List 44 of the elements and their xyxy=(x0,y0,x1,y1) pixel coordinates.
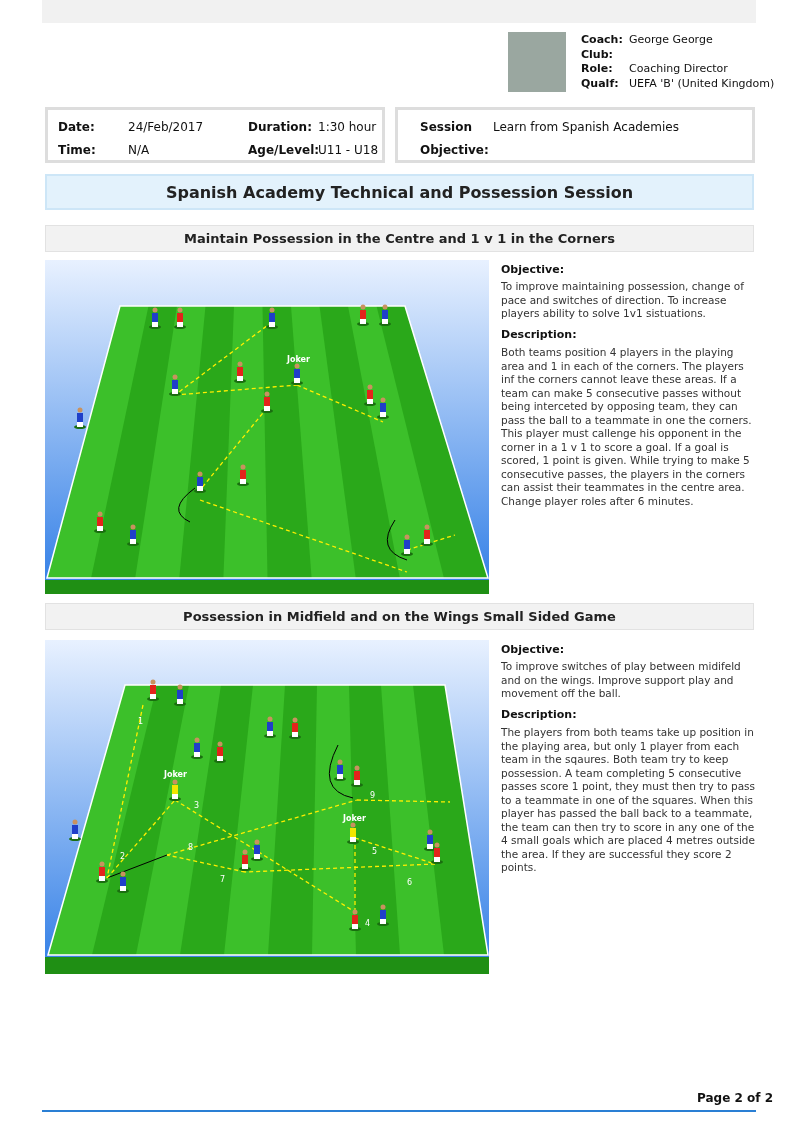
pitch-label: 5 xyxy=(372,847,378,856)
field-value: U11 - U18 xyxy=(318,143,379,157)
field-label: Objective: xyxy=(420,143,489,157)
session-panel xyxy=(395,107,755,163)
pitch-label: 3 xyxy=(194,801,200,810)
page-number: Page 2 of 2 xyxy=(697,1091,773,1105)
info-panel xyxy=(45,107,385,163)
field-label: Time: xyxy=(58,143,96,157)
title-banner: Spanish Academy Technical and Possession Session xyxy=(45,174,754,210)
field-label: Duration: xyxy=(248,120,312,134)
description-text: The players from both teams take up position in the playing area, but only 1 player from each team in the sqaures. Both team try to keep possession. A team completing 5 consecutive passes score 1 point, they must then try to pass to a teammate in one of the squares. When this player has passed the ball back to a teammate, the team can then try to score in any one of the 4 small goals which are placed 4 metres outside the area. If they are successful they score 2 points. xyxy=(501,726,756,875)
field-value: UEFA 'B' (United Kingdom) xyxy=(629,77,775,90)
section-label: Objective: xyxy=(501,643,565,656)
section-label: Description: xyxy=(501,708,577,721)
pitch-label: 6 xyxy=(407,878,413,887)
field-label: Club: xyxy=(581,48,613,61)
field-value: Coaching Director xyxy=(629,62,728,75)
description-text: Both teams position 4 players in the playing area and 1 in each of the corners. The players inf the corners cannot leave these areas. If a team can make 5 consecutive passes without being interceted by opposing team, they can pass the ball to a teammate in one the corners. This player must callenge his opponent in the corner in a 1 v 1 to score a goal. If a goal is scored, 1 point is given. While trying to make 5 consecutive passes, the players in the corners can assist their teammates in the centre area. Change player roles after 6 minutes. xyxy=(501,346,753,508)
pitch-label: 8 xyxy=(188,843,194,852)
pitch-label: 9 xyxy=(370,791,376,800)
pitch-label: 2 xyxy=(120,852,126,861)
field-value: 24/Feb/2017 xyxy=(128,120,204,134)
field-value: Learn from Spanish Academies xyxy=(493,120,679,134)
field-label: Session xyxy=(420,120,472,134)
pitch-label: Joker xyxy=(164,770,187,779)
field-value: George George xyxy=(629,33,713,46)
section-heading: Maintain Possession in the Centre and 1 v 1 in the Corners xyxy=(45,225,754,252)
field-label: Role: xyxy=(581,62,613,75)
pitch-label: Joker xyxy=(343,814,366,823)
field-value: N/A xyxy=(128,143,150,157)
section-label: Objective: xyxy=(501,263,565,276)
description-text: To improve maintaining possession, change of pace and switches of direction. To increase players ability to solve 1v1 sistuations. xyxy=(501,280,745,321)
field-value: 1:30 hour xyxy=(318,120,377,134)
pitch-label: 4 xyxy=(365,919,371,928)
pitch-label: Joker xyxy=(287,355,310,364)
field-label: Age/Level: xyxy=(248,143,320,157)
pitch-label: 1 xyxy=(138,717,144,726)
description-text: To improve switches of play between midifeld and on the wings. Improve support play and movement off the ball. xyxy=(501,660,742,701)
field-label: Qualf: xyxy=(581,77,619,90)
pitch-label: 7 xyxy=(220,875,226,884)
section-heading: Possession in Midfield and on the Wings Small Sided Game xyxy=(45,603,754,630)
field-label: Date: xyxy=(58,120,95,134)
field-label: Coach: xyxy=(581,33,623,46)
section-label: Description: xyxy=(501,328,577,341)
